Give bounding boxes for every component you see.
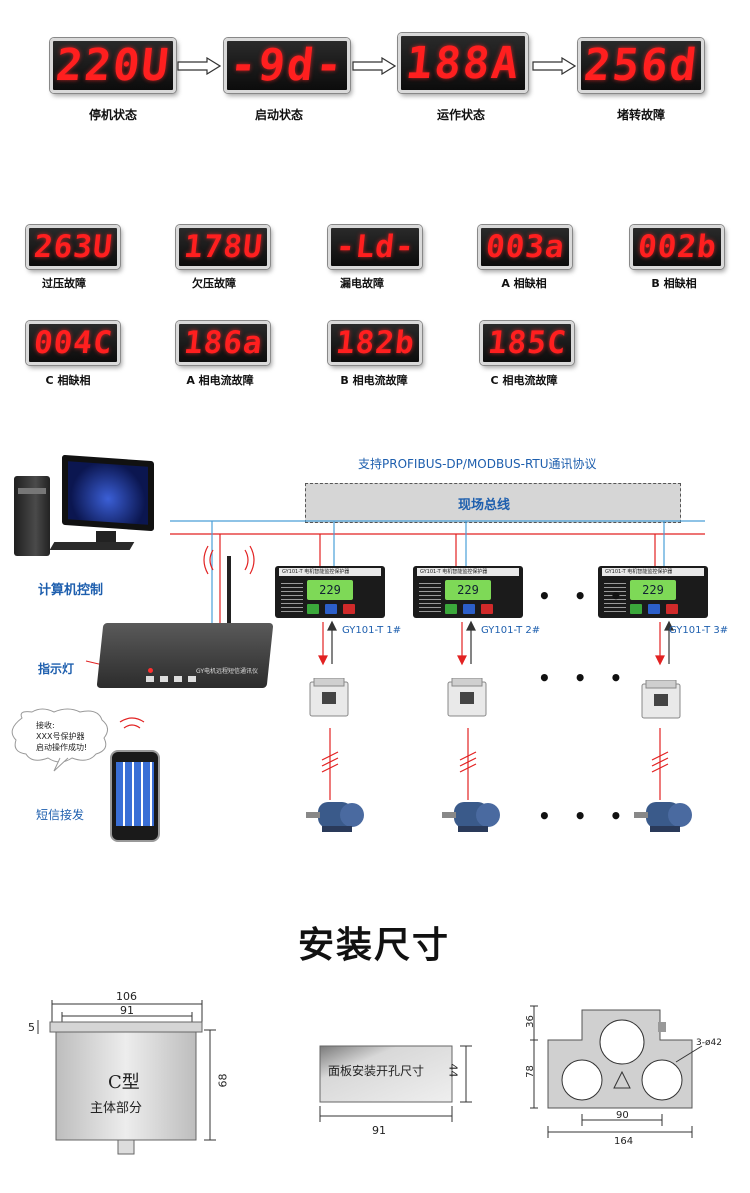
- caption-undervoltage: 欠压故障: [192, 277, 236, 290]
- bus-wiring: [85, 520, 705, 800]
- gateway-label: GY电机远程短信通讯仪: [196, 668, 259, 675]
- body-width-inner: 91: [120, 1004, 134, 1017]
- computer-label: 计算机控制: [38, 583, 104, 598]
- led-display-overvoltage: 263U: [26, 225, 120, 269]
- motor-icon: [634, 802, 692, 832]
- led-display-starting: -9d-: [224, 38, 350, 93]
- protocol-text: 支持PROFIBUS-DP/MODBUS-RTU通讯协议: [358, 457, 597, 471]
- device-button: [463, 604, 475, 614]
- led-display-stall: 256d: [578, 38, 704, 93]
- caption-stopped: 停机状态: [88, 108, 137, 122]
- led-display-phase-b-current: 182b: [328, 321, 422, 365]
- device-lcd: 229: [445, 580, 491, 600]
- caption-phase-a-loss: A 相缺相: [501, 277, 547, 290]
- speech-bubble-icon: [11, 708, 108, 772]
- caption-phase-c-current: C 相电流故障: [490, 374, 558, 387]
- cutout-dimension-drawing: [319, 1045, 472, 1122]
- ellipsis-motors: • • •: [538, 804, 631, 828]
- ct-top-dim: 36: [524, 1015, 536, 1028]
- contactor-icon: [447, 678, 487, 717]
- caption-overvoltage: 过压故障: [42, 277, 86, 290]
- bubble-line-2: XXX号保护器: [36, 732, 85, 741]
- device-rows: [604, 580, 626, 614]
- caption-phase-a-current: A 相电流故障: [186, 374, 254, 387]
- field-bus-box: [305, 483, 681, 523]
- device-button: [666, 604, 678, 614]
- indicator-led-icon: [148, 668, 153, 673]
- phone-screen: [116, 762, 154, 826]
- body-flange: 5: [28, 1021, 35, 1034]
- ct-holes-dim: 3-ø42: [696, 1038, 722, 1048]
- device-button: [343, 604, 355, 614]
- led-display-phase-b-loss: 002b: [630, 225, 724, 269]
- device-title: GY101-T 电机智能监控保护器: [279, 568, 381, 576]
- arrow-right-icon: [352, 57, 396, 75]
- device-button: [481, 604, 493, 614]
- led-display-running: 188A: [398, 33, 528, 93]
- body-width-total: 106: [116, 990, 137, 1003]
- motor-icon: [442, 802, 500, 832]
- caption-running: 运作状态: [436, 108, 485, 122]
- protection-device-1: GY101-T 电机智能监控保护器 229: [275, 566, 385, 618]
- ct-mid-dim: 78: [524, 1065, 536, 1078]
- keyboard: [49, 542, 135, 550]
- device-2-label: GY101-T 2#: [481, 625, 541, 636]
- ellipsis-devices: • • •: [538, 584, 631, 608]
- led-display-phase-a-loss: 003a: [478, 225, 572, 269]
- device-rows: [419, 580, 441, 614]
- device-lcd: 229: [307, 580, 353, 600]
- body-height: 68: [216, 1073, 230, 1088]
- protection-device-3: GY101-T 电机智能监控保护器 229: [598, 566, 708, 618]
- device-3-label: GY101-T 3#: [669, 625, 729, 636]
- cutout-label: 面板安装开孔尺寸: [328, 1064, 425, 1078]
- device-button: [630, 604, 642, 614]
- led-display-leakage: -Ld-: [328, 225, 422, 269]
- caption-phase-c-loss: C 相缺相: [45, 374, 91, 387]
- caption-starting: 启动状态: [254, 108, 303, 122]
- cutout-height: 44: [446, 1063, 460, 1078]
- device-button: [307, 604, 319, 614]
- contactor-icon: [641, 680, 681, 719]
- monitor-stand: [96, 531, 116, 543]
- arrow-right-icon: [177, 57, 221, 75]
- device-1-label: GY101-T 1#: [342, 625, 402, 636]
- bubble-line-3: 启动操作成功!: [36, 743, 88, 752]
- device-button: [445, 604, 457, 614]
- caption-stall: 堵转故障: [616, 108, 665, 122]
- device-button: [648, 604, 660, 614]
- contactor-icon: [309, 678, 349, 717]
- field-bus-label: 现场总线: [458, 498, 511, 513]
- led-display-phase-c-current: 185C: [480, 321, 574, 365]
- caption-phase-b-current: B 相电流故障: [340, 374, 408, 387]
- motor-icon: [306, 802, 364, 832]
- ct-outer-width: 164: [614, 1136, 634, 1147]
- device-rows: [281, 580, 303, 614]
- device-button: [325, 604, 337, 614]
- ellipsis-contactors: • • •: [538, 666, 631, 690]
- protection-device-2: GY101-T 电机智能监控保护器 229: [413, 566, 523, 618]
- bubble-line-1: 接收:: [36, 721, 55, 730]
- indicator-label: 指示灯: [38, 662, 75, 676]
- ct-inner-width: 90: [616, 1110, 629, 1121]
- sms-label: 短信接发: [36, 808, 85, 822]
- led-display-phase-a-current: 186a: [176, 321, 270, 365]
- caption-leakage: 漏电故障: [340, 277, 384, 290]
- device-title: GY101-T 电机智能监控保护器: [602, 568, 704, 576]
- led-display-undervoltage: 178U: [176, 225, 270, 269]
- gateway-leds: [146, 676, 200, 682]
- install-heading: 安装尺寸: [298, 925, 451, 966]
- cutout-width: 91: [372, 1124, 386, 1137]
- arrow-right-icon: [532, 57, 576, 75]
- body-part-label: 主体部分: [90, 1101, 143, 1116]
- body-type-label: C型: [108, 1072, 140, 1093]
- led-display-phase-c-loss: 004C: [26, 321, 120, 365]
- caption-phase-b-loss: B 相缺相: [651, 277, 697, 290]
- body-dimension-drawing: [37, 1000, 216, 1155]
- led-display-stopped: 220U: [50, 38, 176, 93]
- monitor-screen: [68, 461, 148, 525]
- pc-drive-bay: [18, 488, 46, 494]
- ct-dimension-drawing: [530, 1005, 703, 1138]
- device-title: GY101-T 电机智能监控保护器: [417, 568, 519, 576]
- device-lcd: 229: [630, 580, 676, 600]
